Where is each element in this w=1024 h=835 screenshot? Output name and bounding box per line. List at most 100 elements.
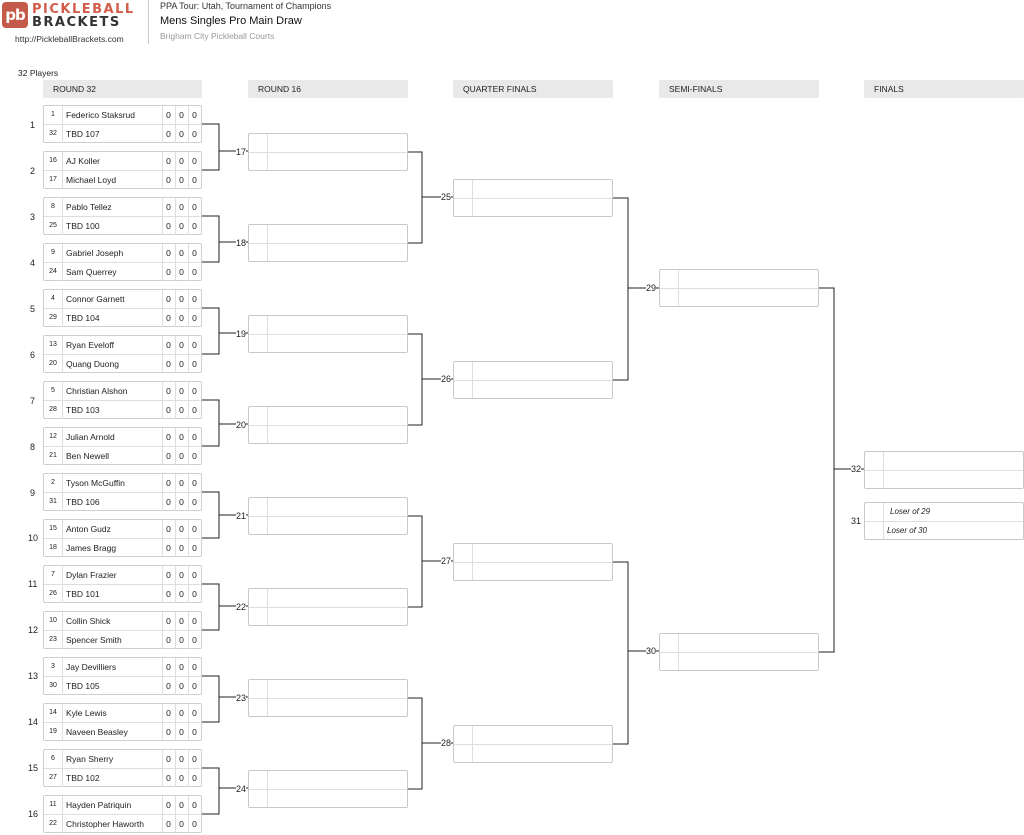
r16-match-box[interactable] — [248, 497, 408, 535]
quarter-match-number: 28 — [441, 738, 452, 748]
player-name[interactable]: Julian Arnold — [66, 432, 115, 442]
quarter-match-box[interactable] — [453, 725, 613, 763]
third-place-match-box[interactable]: Loser of 29 Loser of 30 — [864, 502, 1024, 540]
r16-match-box[interactable] — [248, 770, 408, 808]
player-name[interactable]: TBD 102 — [66, 773, 100, 783]
player-name[interactable]: Anton Gudz — [66, 524, 111, 534]
player-name[interactable]: Federico Staksrud — [66, 110, 135, 120]
player-name[interactable]: Ben Newell — [66, 451, 109, 461]
game-score: 0 — [188, 796, 200, 814]
quarter-match-box[interactable] — [453, 543, 613, 581]
player-name[interactable]: Ryan Sherry — [66, 754, 114, 764]
player-name[interactable]: TBD 106 — [66, 497, 100, 507]
r16-match-box[interactable] — [248, 315, 408, 353]
r32-match-number: 10 — [28, 533, 39, 543]
player-name[interactable]: TBD 103 — [66, 405, 100, 415]
player-name[interactable]: TBD 105 — [66, 681, 100, 691]
player-name[interactable]: Dylan Frazier — [66, 570, 117, 580]
player-name[interactable]: Quang Duong — [66, 359, 119, 369]
r16-match-box[interactable] — [248, 133, 408, 171]
player-name[interactable]: Christian Alshon — [66, 386, 128, 396]
quarter-match-box[interactable] — [453, 361, 613, 399]
player-name[interactable]: Gabriel Joseph — [66, 248, 124, 258]
player-name[interactable]: Pablo Tellez — [66, 202, 112, 212]
site-url-link[interactable]: http://PickleballBrackets.com — [15, 34, 124, 44]
player-name[interactable]: Naveen Beasley — [66, 727, 128, 737]
r16-match-box[interactable] — [248, 406, 408, 444]
semi-match-box[interactable] — [659, 633, 819, 671]
player-name[interactable]: Ryan Eveloff — [66, 340, 115, 350]
final-match-box[interactable] — [864, 451, 1024, 489]
r16-match-box[interactable] — [248, 679, 408, 717]
r16-match-box[interactable] — [248, 224, 408, 262]
player-name[interactable]: James Bragg — [66, 543, 117, 553]
player-name[interactable]: TBD 107 — [66, 129, 100, 139]
semi-match-box[interactable] — [659, 269, 819, 307]
player-name[interactable]: Kyle Lewis — [66, 708, 107, 718]
player-name[interactable]: Sam Querrey — [66, 267, 117, 277]
r16-match-box[interactable] — [248, 588, 408, 626]
player-name[interactable]: Connor Garnett — [66, 294, 125, 304]
player-name[interactable]: AJ Koller — [66, 156, 101, 166]
player-name[interactable]: Spencer Smith — [66, 635, 122, 645]
player-name[interactable]: Christopher Haworth — [66, 819, 144, 829]
quarter-match-box[interactable] — [453, 179, 613, 217]
player-name[interactable]: TBD 100 — [66, 221, 100, 231]
player-name[interactable]: Tyson McGuffin — [66, 478, 125, 488]
player-name[interactable]: Michael Loyd — [66, 175, 117, 185]
player-name[interactable]: Jay Devilliers — [66, 662, 117, 672]
player-name[interactable]: Hayden Patriquin — [66, 800, 132, 810]
player-name[interactable]: TBD 101 — [66, 589, 100, 599]
player-name[interactable]: Collin Shick — [66, 616, 111, 626]
player-name[interactable]: TBD 104 — [66, 313, 100, 323]
